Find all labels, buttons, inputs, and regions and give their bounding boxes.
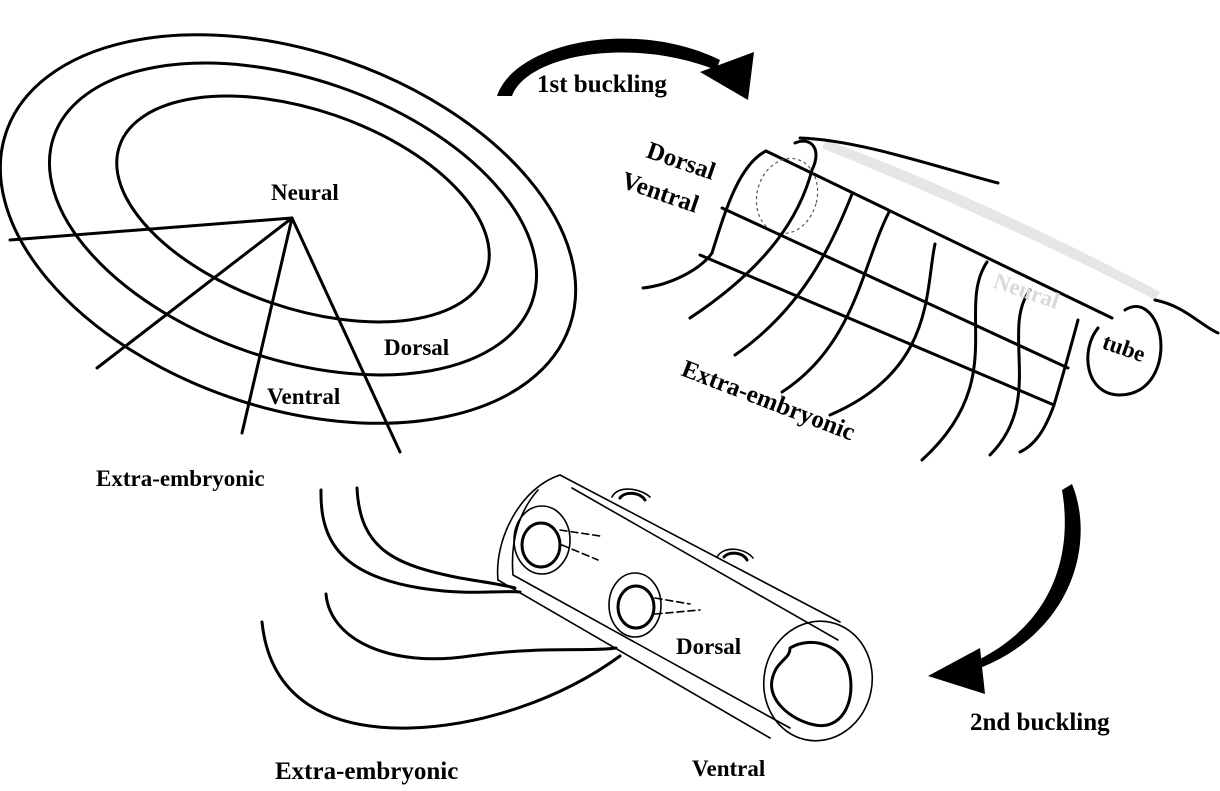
- closed-tube-panel: Dorsal Ventral Extra-embryonic: [262, 475, 883, 785]
- tube-ventral-label: Ventral: [692, 756, 765, 781]
- second-buckling-arrow: 2nd buckling: [928, 484, 1110, 736]
- first-buckling-label: 1st buckling: [537, 71, 667, 98]
- tube-bottom-outline: [498, 580, 770, 738]
- second-buckling-arrow-body: [978, 484, 1081, 668]
- disc-dorsal-label: Dorsal: [384, 335, 449, 360]
- sheet-right-edge: [1020, 320, 1078, 452]
- first-buckling-arrow: 1st buckling: [497, 39, 754, 100]
- disc-ventral-label: Ventral: [267, 384, 340, 409]
- tube-inner-line: [512, 490, 790, 728]
- sheet-right-flare: [1155, 300, 1218, 333]
- disc-neural-label: Neural: [271, 180, 339, 205]
- second-buckling-label: 2nd buckling: [970, 709, 1110, 736]
- disc-extra-embryonic-label: Extra-embryonic: [96, 466, 265, 491]
- tube-body-outline: [560, 475, 840, 622]
- tube-openings: [514, 489, 753, 637]
- flat-disc-panel: Neural Dorsal Ventral Extra-embryonic: [0, 0, 628, 494]
- tube-end-lumen: [772, 642, 851, 725]
- second-buckling-arrowhead: [928, 648, 985, 694]
- folding-sheet-panel: Dorsal Ventral Neural tube Extra-embryon…: [618, 137, 1218, 460]
- tube-dorsal-label: Dorsal: [676, 634, 741, 659]
- tube-extra-embryonic-label: Extra-embryonic: [275, 758, 458, 785]
- neural-fold-highlight: [822, 140, 1160, 300]
- sheet-extra-embryonic-label: Extra-embryonic: [678, 355, 859, 446]
- sheet-tube-label: tube: [1099, 329, 1148, 367]
- sheet-neural-label: Neural: [990, 268, 1062, 314]
- tube-inner-line-2: [572, 488, 838, 640]
- disc-inner-ring: [87, 52, 518, 366]
